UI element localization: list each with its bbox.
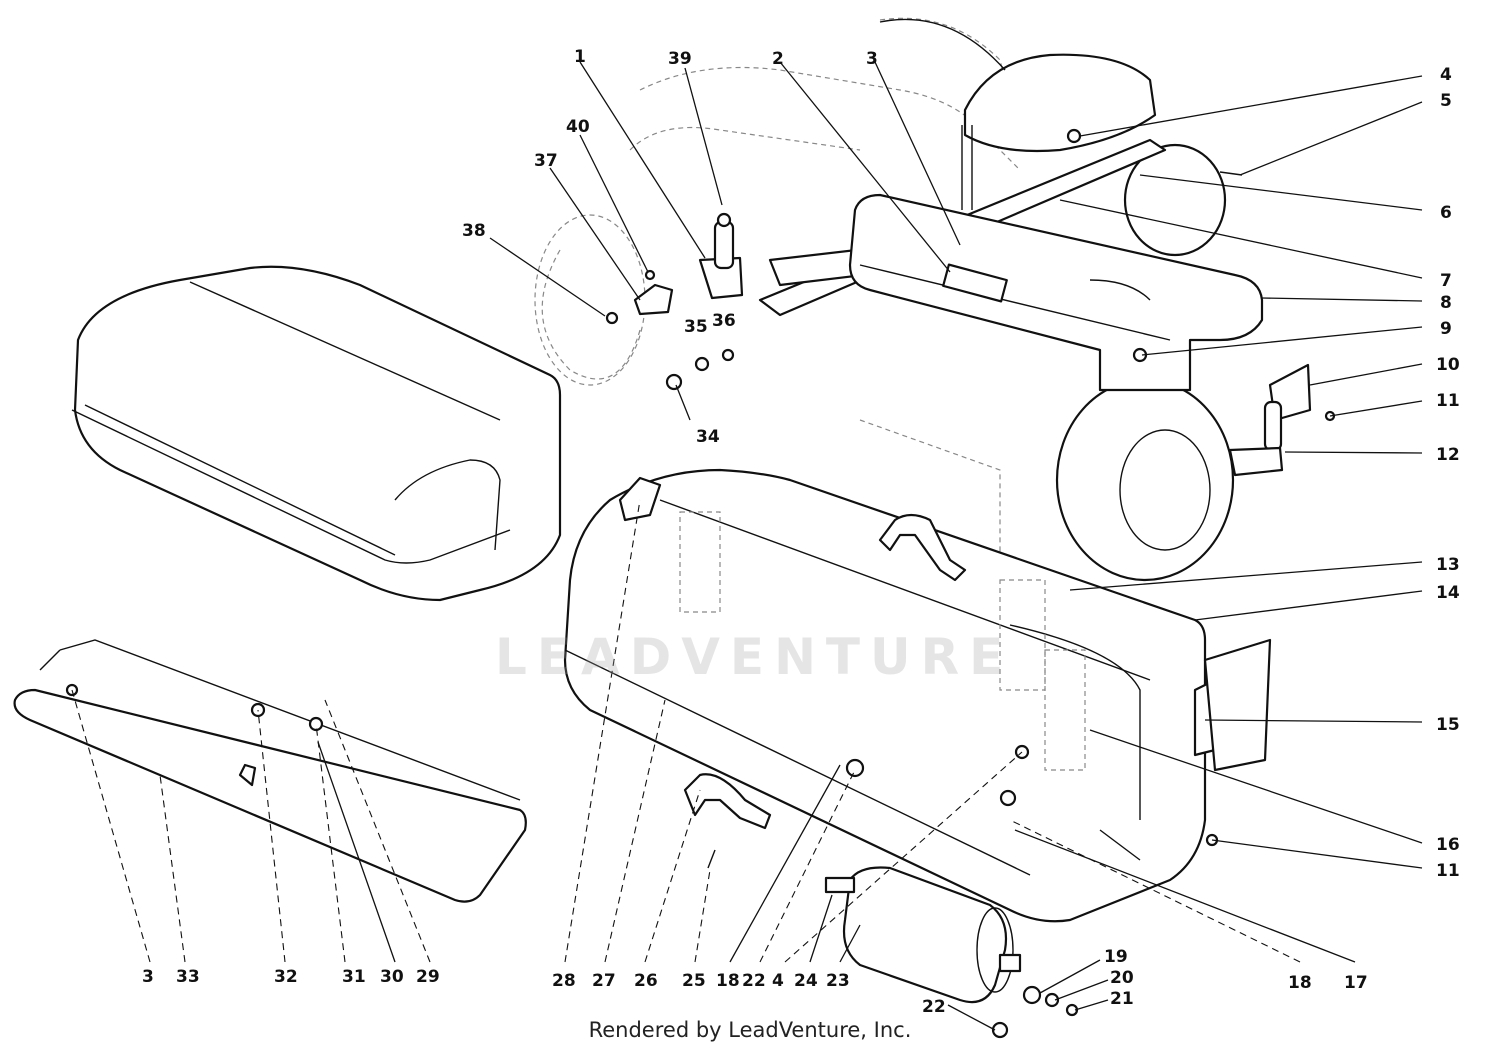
callout-20: 20 [1110,968,1134,988]
callout-16: 16 [1436,835,1460,855]
internal-brackets [679,511,1086,771]
callout-18-right: 18 [1288,973,1312,993]
hardware [65,128,1336,1039]
callout-35: 35 [684,317,708,337]
hinge-brackets [618,220,1312,772]
callout-2: 2 [772,49,784,69]
callout-38: 38 [462,221,486,241]
callout-22-bottom: 22 [742,971,766,991]
callout-34: 34 [696,427,720,447]
callout-11-bottom: 11 [1436,861,1460,881]
callout-12: 12 [1436,445,1460,465]
callout-27: 27 [592,971,616,991]
callout-28: 28 [552,971,576,991]
callout-18-bottom: 18 [716,971,740,991]
callout-3-bottom: 3 [142,967,154,987]
callout-24: 24 [794,971,818,991]
callout-29: 29 [416,967,440,987]
callout-17: 17 [1344,973,1368,993]
callout-9: 9 [1440,319,1452,339]
callout-19: 19 [1104,947,1128,967]
callout-4-bottom: 4 [772,971,784,991]
callout-numbers: 1 39 2 3 4 5 40 37 6 38 7 8 35 36 9 10 1… [142,47,1460,1017]
callout-26: 26 [634,971,658,991]
callout-5: 5 [1440,91,1452,111]
roller-drum [824,866,1022,1004]
callout-23: 23 [826,971,850,991]
rear-wheel [1055,143,1235,582]
left-hopper [71,265,562,602]
part-2-plate [942,263,1008,303]
handles [683,513,967,830]
callout-1: 1 [574,47,586,67]
callout-36: 36 [712,311,736,331]
callout-4-top: 4 [1440,65,1452,85]
callout-6: 6 [1440,203,1452,223]
callout-39: 39 [668,49,692,69]
callout-14: 14 [1436,583,1460,603]
watermark-text: LEADVENTURE [495,628,1014,686]
callout-30: 30 [380,967,404,987]
callout-22-right: 22 [922,997,946,1017]
rear-housing [848,193,1264,392]
callout-3-top: 3 [866,49,878,69]
callout-15: 15 [1436,715,1460,735]
callout-40: 40 [566,117,590,137]
callout-8: 8 [1440,293,1452,313]
callout-31: 31 [342,967,366,987]
scraper-bar [13,639,527,903]
callout-7: 7 [1440,271,1452,291]
callout-10: 10 [1436,355,1460,375]
callout-37: 37 [534,151,558,171]
callout-25: 25 [682,971,706,991]
callout-32: 32 [274,967,298,987]
callout-11-top: 11 [1436,391,1460,411]
seat [879,18,1157,210]
leader-lines [71,61,1423,1031]
callout-33: 33 [176,967,200,987]
callout-13: 13 [1436,555,1460,575]
footer-credit: Rendered by LeadVenture, Inc. [588,1018,912,1042]
callout-21: 21 [1110,989,1134,1009]
